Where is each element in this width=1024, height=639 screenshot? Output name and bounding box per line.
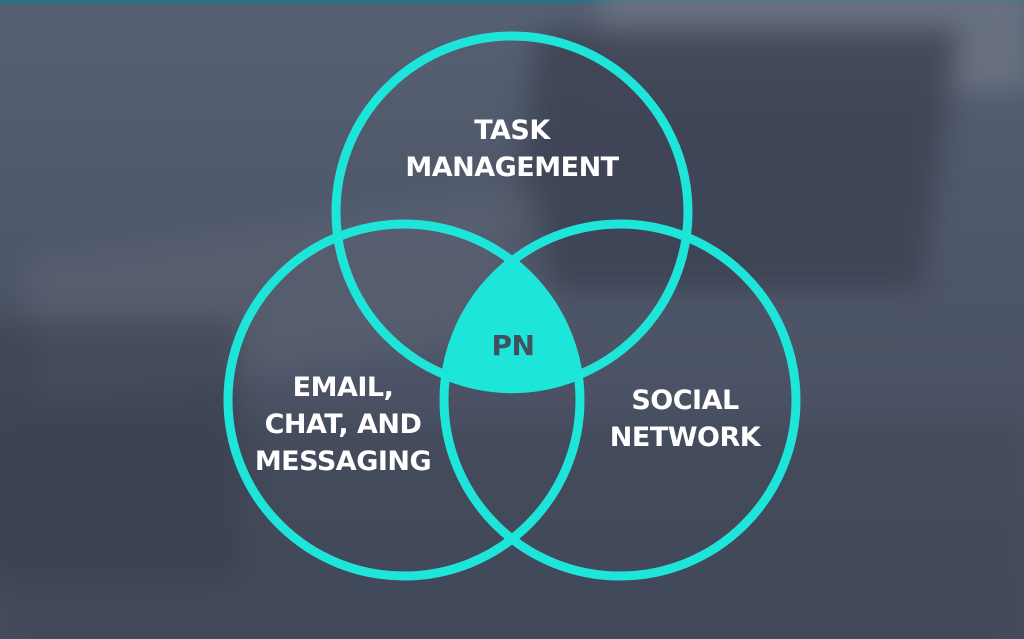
task-label-line-1: TASK [474, 115, 550, 146]
center-intersection-label: PN [491, 329, 535, 362]
email-chat-messaging-circle [223, 219, 585, 581]
background-shadow [0, 320, 240, 580]
center-intersection-shape [445, 262, 579, 394]
email-chat-messaging-label: EMAIL, CHAT, AND MESSAGING [232, 369, 454, 480]
social-label-line-1: SOCIAL [631, 385, 739, 416]
top-accent-strip [0, 0, 1024, 4]
social-network-circle [439, 219, 801, 581]
email-label-line-2: CHAT, AND [264, 409, 422, 440]
email-label-line-3: MESSAGING [254, 446, 432, 477]
task-management-label: TASK MANAGEMENT [382, 112, 642, 186]
task-label-line-2: MANAGEMENT [405, 152, 619, 183]
email-label-line-1: EMAIL, [292, 372, 394, 403]
social-network-label: SOCIAL NETWORK [590, 382, 780, 456]
social-label-line-2: NETWORK [609, 422, 761, 453]
